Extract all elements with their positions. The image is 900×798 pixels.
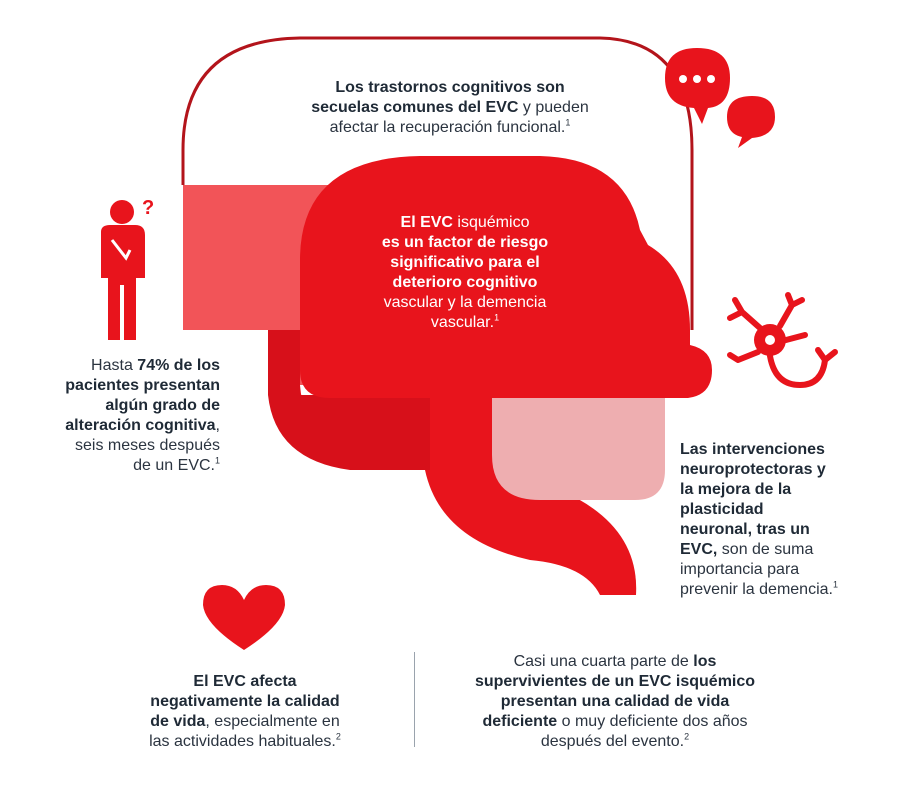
head-segment-main	[300, 156, 712, 398]
top-statement: Los trastornos cognitivos son secuelas c…	[311, 79, 589, 136]
svg-text:?: ?	[142, 197, 154, 219]
bottom-right-statement: Casi una cuarta parte de los supervivien…	[474, 653, 756, 750]
confused-person-icon: ?	[101, 197, 154, 340]
center-statement: El EVC isquémico es un factor de riesgo …	[381, 214, 549, 331]
right-statement: Las intervenciones neuroprotectoras y la…	[680, 441, 838, 598]
divider-line	[414, 652, 415, 747]
mid-segment	[268, 330, 430, 470]
neuron-icon	[727, 292, 838, 389]
pink-segment	[492, 395, 665, 500]
bottom-left-statement: El EVC afecta negativamente la calidad d…	[149, 673, 341, 750]
heart-icon	[203, 585, 285, 650]
left-statement: Hasta 74% de los pacientes presentan alg…	[65, 357, 220, 474]
speech-bubbles-icon	[665, 48, 775, 148]
